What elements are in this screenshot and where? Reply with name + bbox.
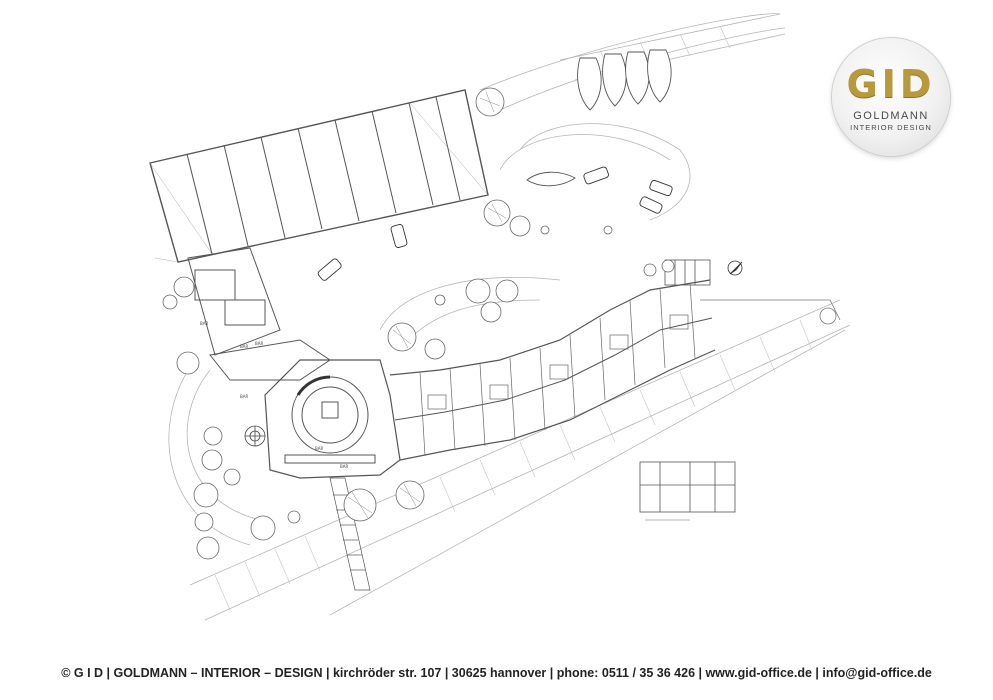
floor-plan-drawing: BAR BAR BAR BAR BAR BAR	[149, 13, 851, 621]
plan-label: BAR	[255, 341, 263, 346]
logo-mark: GID	[846, 62, 936, 106]
plan-label: BAR	[240, 394, 248, 399]
footer-contact-line: © G I D | GOLDMANN – INTERIOR – DESIGN |…	[61, 666, 932, 680]
gid-logo: GID GOLDMANN INTERIOR DESIGN	[832, 38, 950, 156]
plan-label: BAR	[315, 446, 323, 451]
plan-label: BAR	[240, 344, 248, 349]
plan-label: BAR	[340, 464, 348, 469]
logo-company-tagline: INTERIOR DESIGN	[850, 123, 932, 132]
plan-label: BAR	[200, 321, 208, 326]
logo-company-name: GOLDMANN	[853, 110, 929, 122]
